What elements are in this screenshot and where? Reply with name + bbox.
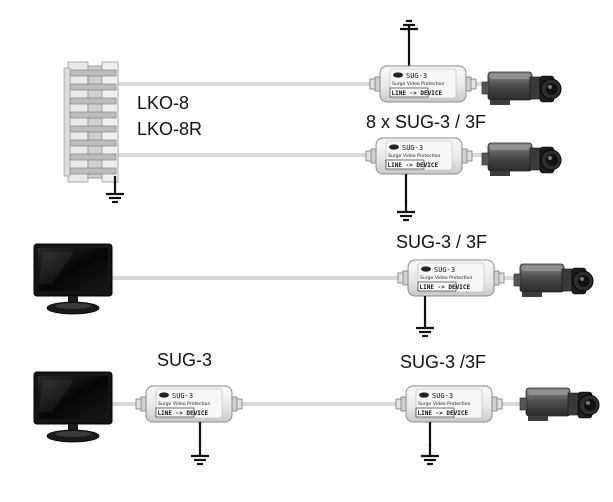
device-subtitle-text: Surge Video Protection <box>420 275 472 281</box>
monitor-icon <box>33 243 113 315</box>
monitor-icon <box>33 371 113 443</box>
device-subtitle-text: Surge Video Protection <box>392 81 444 87</box>
device-model-text: SUG-3 <box>406 72 427 80</box>
device-direction-text: LINE -> DEVICE <box>392 90 443 97</box>
device-model-text: SUG-3 <box>172 392 193 400</box>
row4-right-protector-label: SUG-3 /3F <box>400 352 486 372</box>
row1-protector-label: 8 x SUG-3 / 3F <box>366 112 486 132</box>
row4-left-protector-label: SUG-3 <box>157 350 212 370</box>
device-direction-text: LINE -> DEVICE <box>388 162 439 169</box>
ground-symbol-icon <box>189 442 211 466</box>
surge-protector-icon: SUG-3 Surge Video Protection LINE -> DEV… <box>369 65 477 103</box>
patch-panel-icon <box>63 61 119 183</box>
device-subtitle-text: Surge Video Protection <box>158 401 210 407</box>
panel-label-line2: LKO-8R <box>137 119 202 139</box>
camera-icon <box>513 263 594 298</box>
camera-icon <box>481 71 562 106</box>
device-direction-text: LINE -> DEVICE <box>158 410 209 417</box>
surge-protector-icon: SUG-3 Surge Video Protection LINE -> DEV… <box>365 137 473 175</box>
device-model-text: SUG-3 <box>434 266 455 274</box>
surge-protector-icon: SUG-3 Surge Video Protection LINE -> DEV… <box>395 385 503 423</box>
device-model-text: SUG-3 <box>432 392 453 400</box>
device-direction-text: LINE -> DEVICE <box>420 284 471 291</box>
surge-protector-icon: SUG-3 Surge Video Protection LINE -> DEV… <box>135 385 243 423</box>
ground-symbol-icon <box>104 180 126 204</box>
ground-symbol-icon <box>395 198 417 222</box>
device-subtitle-text: Surge Video Protection <box>418 401 470 407</box>
device-direction-text: LINE -> DEVICE <box>418 410 469 417</box>
ground-symbol-icon <box>419 442 441 466</box>
device-model-text: SUG-3 <box>402 144 423 152</box>
row3-protector-label: SUG-3 / 3F <box>396 232 487 252</box>
ground-symbol-icon <box>400 19 418 66</box>
camera-icon <box>481 142 562 177</box>
panel-label-line1: LKO-8 <box>137 93 189 113</box>
camera-icon <box>519 387 600 422</box>
ground-symbol-icon <box>414 314 436 338</box>
device-subtitle-text: Surge Video Protection <box>388 153 440 159</box>
surge-protector-icon: SUG-3 Surge Video Protection LINE -> DEV… <box>397 259 505 297</box>
